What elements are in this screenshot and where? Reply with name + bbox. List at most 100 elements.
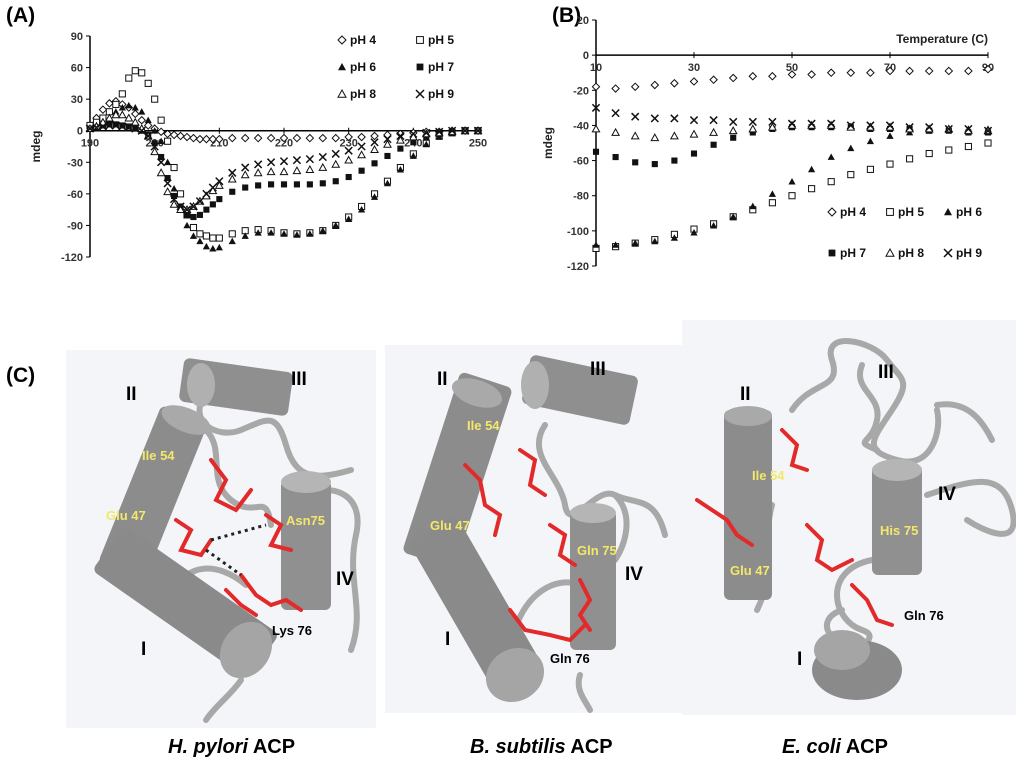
data-point: [98, 117, 108, 126]
data-point: [730, 134, 737, 141]
data-point: [591, 124, 601, 133]
data-point: [611, 108, 620, 118]
legend-marker: [416, 63, 424, 71]
data-point: [195, 197, 205, 206]
data-point: [808, 185, 816, 193]
y-tick-label: 0: [583, 50, 589, 62]
data-point: [196, 230, 204, 238]
series-ph-5: [86, 67, 482, 242]
data-point: [345, 173, 352, 181]
data-point: [689, 77, 699, 86]
data-point: [170, 184, 178, 192]
data-point: [592, 241, 600, 248]
caption-suffix: ACP: [248, 736, 296, 758]
data-point: [111, 110, 121, 119]
data-point: [130, 117, 140, 126]
data-point: [396, 131, 405, 141]
data-point: [156, 168, 166, 177]
data-point: [130, 109, 140, 119]
data-point: [255, 182, 262, 189]
data-point: [630, 82, 640, 92]
data-point: [924, 66, 934, 76]
data-point: [396, 166, 404, 173]
data-point: [267, 229, 275, 236]
data-point: [189, 223, 198, 232]
data-point: [280, 181, 288, 188]
chart-b: 200-20-40-60-80-100-1201030507090mdegTem…: [541, 15, 994, 273]
data-point: [650, 80, 660, 90]
data-point: [866, 165, 874, 173]
data-point: [196, 237, 204, 245]
data-point: [190, 213, 197, 221]
data-point: [228, 237, 236, 245]
data-point: [144, 79, 152, 87]
data-point: [183, 211, 191, 218]
data-point: [131, 67, 139, 75]
panel-label-c: (C): [6, 364, 36, 387]
data-point: [138, 69, 146, 77]
x-tick-label: 230: [339, 138, 357, 150]
caption-h-pylori: H. pylori ACP: [168, 736, 295, 759]
data-point: [202, 134, 211, 144]
x-tick-label: 190: [81, 138, 99, 150]
data-point: [215, 234, 223, 242]
data-point: [169, 199, 179, 208]
data-point: [319, 180, 326, 187]
data-point: [409, 152, 417, 159]
data-point: [944, 124, 953, 134]
data-point: [171, 192, 178, 200]
data-point: [293, 231, 301, 238]
data-point: [807, 119, 816, 128]
data-point: [768, 199, 776, 207]
x-tick-label: 250: [469, 138, 487, 150]
data-point: [631, 239, 639, 247]
data-point: [383, 179, 392, 187]
caption-species: H. pylori: [168, 736, 249, 758]
data-point: [151, 95, 159, 103]
residue-label: Gln 76: [550, 651, 590, 666]
data-point: [240, 133, 250, 143]
data-point: [728, 73, 738, 83]
data-point: [422, 128, 431, 137]
data-point: [280, 230, 288, 237]
data-point: [125, 74, 133, 82]
data-point: [611, 84, 620, 93]
data-point: [886, 132, 894, 139]
data-point: [216, 196, 223, 203]
data-point: [318, 152, 327, 162]
data-point: [266, 158, 276, 167]
y-tick-label: -60: [573, 156, 589, 168]
legend-label: pH 9: [428, 87, 454, 101]
data-point: [253, 133, 263, 143]
data-point: [768, 71, 777, 81]
residue-label: Glu 47: [106, 508, 146, 523]
y-tick-label: 60: [71, 63, 83, 75]
y-tick-label: -20: [573, 85, 589, 97]
data-point: [345, 215, 353, 222]
svg-text:I: I: [141, 639, 146, 660]
data-point: [591, 103, 601, 112]
data-point: [395, 135, 405, 144]
data-point: [925, 149, 933, 158]
data-point: [984, 139, 992, 147]
data-point: [227, 174, 237, 183]
data-point: [846, 68, 856, 78]
data-point: [157, 116, 165, 124]
data-point: [254, 160, 263, 169]
data-point: [293, 181, 300, 188]
data-point: [370, 138, 379, 147]
caption-suffix: ACP: [840, 736, 888, 758]
y-tick-label: -100: [567, 226, 589, 238]
data-point: [292, 133, 302, 143]
data-point: [208, 134, 218, 144]
legend-marker: [337, 88, 347, 98]
svg-text:III: III: [291, 369, 307, 390]
data-point: [195, 134, 205, 144]
data-point: [729, 213, 737, 220]
data-point: [807, 70, 816, 79]
data-point: [905, 66, 914, 76]
data-point: [279, 167, 289, 176]
legend-marker: [415, 89, 425, 99]
data-point: [124, 123, 133, 132]
y-tick-label: 20: [577, 15, 589, 27]
